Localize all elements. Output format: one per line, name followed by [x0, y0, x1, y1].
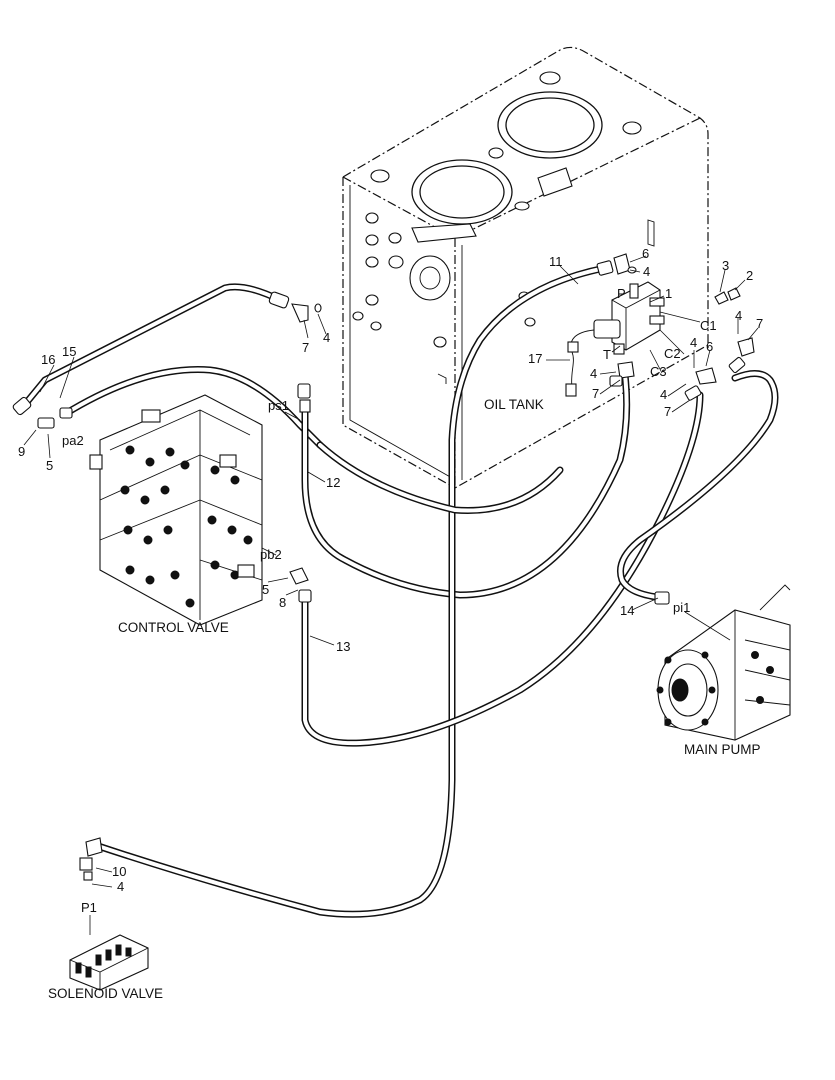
- callout-4: 4: [735, 308, 742, 323]
- callout-13: 13: [336, 639, 350, 654]
- port-label-p1: P1: [81, 900, 97, 915]
- leader-lines: [23, 255, 759, 935]
- callout-10: 10: [112, 864, 126, 879]
- callout-9: 9: [18, 444, 25, 459]
- callout-4: 4: [660, 387, 667, 402]
- callout-4: 4: [690, 335, 697, 350]
- callout-4: 4: [590, 366, 597, 381]
- port-label-t: T: [603, 347, 611, 362]
- component-labels: OIL TANK CONTROL VALVE MAIN PUMP SOLENOI…: [48, 397, 761, 1001]
- callout-16: 16: [41, 352, 55, 367]
- callout-4: 4: [323, 330, 330, 345]
- control-valve: [89, 394, 263, 626]
- port-label-p: P: [617, 286, 626, 301]
- main-pump: [656, 584, 791, 741]
- solenoid-valve-label: SOLENOID VALVE: [48, 986, 163, 1001]
- callout-6: 6: [642, 246, 649, 261]
- callout-7: 7: [302, 340, 309, 355]
- callout-6: 6: [706, 339, 713, 354]
- port-label-pb2: pb2: [260, 547, 282, 562]
- callout-14: 14: [620, 603, 634, 618]
- port-label-c2: C2: [664, 346, 681, 361]
- main-pump-label: MAIN PUMP: [684, 742, 761, 757]
- callout-2: 2: [746, 268, 753, 283]
- callout-4: 4: [643, 264, 650, 279]
- oil-tank: [342, 46, 709, 490]
- callout-numbers: 1 2 3 4 4 4 4 4 4 4 5 5 6 6 7 7 7 7 8 9 …: [18, 246, 763, 894]
- fittings: [12, 253, 755, 881]
- port-label-pi1: pi1: [673, 600, 690, 615]
- control-valve-label: CONTROL VALVE: [118, 620, 229, 635]
- port-label-c3: C3: [650, 364, 667, 379]
- callout-1: 1: [665, 286, 672, 301]
- callout-8: 8: [279, 595, 286, 610]
- callout-3: 3: [722, 258, 729, 273]
- callout-5: 5: [46, 458, 53, 473]
- port-labels: P T C1 C2 C3 ps1 pa2 pb2 pi1 P1: [62, 286, 717, 915]
- callout-7: 7: [592, 386, 599, 401]
- callout-12: 12: [326, 475, 340, 490]
- solenoid-valve: [69, 934, 149, 991]
- callout-4: 4: [117, 879, 124, 894]
- port-label-ps1: ps1: [268, 398, 289, 413]
- callout-5: 5: [262, 582, 269, 597]
- port-label-c1: C1: [700, 318, 717, 333]
- port-label-pa2: pa2: [62, 433, 84, 448]
- callout-17: 17: [528, 351, 542, 366]
- callout-7: 7: [756, 316, 763, 331]
- oil-tank-label: OIL TANK: [484, 397, 544, 412]
- callout-15: 15: [62, 344, 76, 359]
- callout-7: 7: [664, 404, 671, 419]
- callout-11: 11: [549, 254, 563, 269]
- hoses: [18, 264, 779, 918]
